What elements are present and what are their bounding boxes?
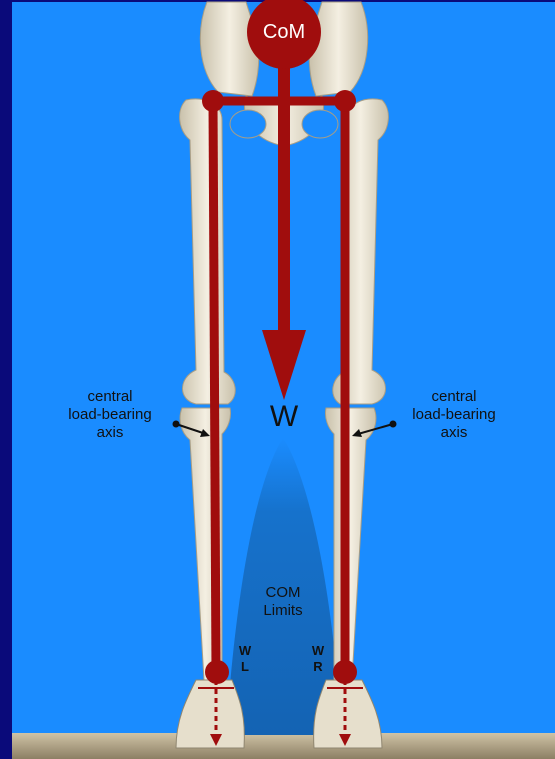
com-limits-label: COM Limits xyxy=(248,584,318,620)
left-axis-label-line-3: axis xyxy=(52,424,168,442)
left-foot-weight-label-w: W xyxy=(236,643,254,659)
right-ankle-joint xyxy=(333,660,357,684)
left-foot-weight-label-side: L xyxy=(236,659,254,675)
right-axis-label-line-2: load-bearing xyxy=(396,406,512,424)
left-hip-joint xyxy=(202,90,224,112)
com-limits-label-line-1: COM xyxy=(248,584,318,602)
left-foot-weight-label: W L xyxy=(236,643,254,675)
right-hip-joint xyxy=(334,90,356,112)
right-foot-weight-label-side: R xyxy=(309,659,327,675)
left-axis-label: central load-bearing axis xyxy=(52,388,168,442)
weight-label: W xyxy=(262,400,306,434)
right-axis-label-line-3: axis xyxy=(396,424,512,442)
com-label: CoM xyxy=(254,20,314,44)
com-limits-label-line-2: Limits xyxy=(248,602,318,620)
floor xyxy=(12,733,555,759)
left-axis-label-line-1: central xyxy=(52,388,168,406)
right-foot-weight-label: W R xyxy=(309,643,327,675)
right-axis-label: central load-bearing axis xyxy=(396,388,512,442)
left-axis-label-line-2: load-bearing xyxy=(52,406,168,424)
right-foot-weight-label-w: W xyxy=(309,643,327,659)
right-axis-label-line-1: central xyxy=(396,388,512,406)
left-ankle-joint xyxy=(205,660,229,684)
